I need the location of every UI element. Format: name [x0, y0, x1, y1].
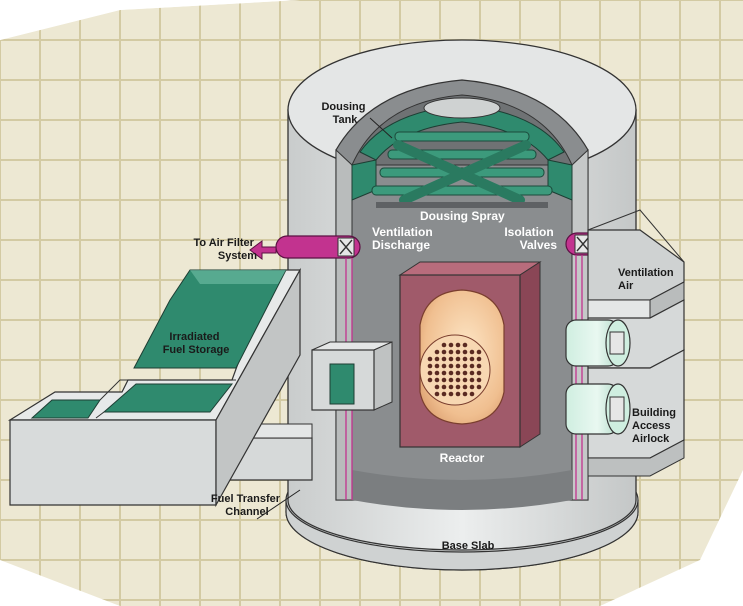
dousing-spray-system — [371, 131, 553, 208]
fuel-channel-hole — [441, 342, 447, 348]
fuel-channel-hole — [476, 363, 482, 369]
reactor-core — [419, 289, 505, 425]
label-irradiated-fuel-storage: Irradiated Fuel Storage — [163, 331, 230, 356]
fuel-channel-hole — [441, 356, 447, 362]
dousing-tank — [351, 97, 573, 201]
fuel-channel-hole — [434, 377, 440, 383]
fuel-channel-hole — [434, 391, 440, 397]
airlock-upper — [565, 319, 631, 367]
fuel-channel-hole — [427, 377, 433, 383]
fuel-channel-hole — [462, 377, 468, 383]
fuel-channel-hole — [448, 370, 454, 376]
fuel-channel-hole — [462, 356, 468, 362]
fuel-storage-structure — [7, 267, 313, 508]
fuel-channel-hole — [448, 349, 454, 355]
fuel-channel-hole — [441, 384, 447, 390]
fuel-channel-hole — [448, 363, 454, 369]
ventilation-discharge-pipe — [249, 235, 361, 260]
fuel-channel-hole — [469, 363, 475, 369]
fuel-channel-hole — [434, 356, 440, 362]
fuel-channel-array — [427, 342, 482, 397]
label-dousing-spray: Dousing Spray — [420, 209, 505, 223]
fuel-channel-hole — [455, 349, 461, 355]
fuel-channel-hole — [427, 356, 433, 362]
fuel-channel-hole — [448, 377, 454, 383]
fuel-channel-hole — [434, 384, 440, 390]
fuel-channel-hole — [455, 384, 461, 390]
fuel-channel-hole — [476, 377, 482, 383]
fuel-channel-hole — [455, 391, 461, 397]
fuel-channel-hole — [455, 370, 461, 376]
label-ventilation-discharge: Ventilation Discharge — [372, 225, 436, 252]
fuel-channel-hole — [441, 363, 447, 369]
fuel-channel-hole — [462, 349, 468, 355]
fuel-channel-hole — [434, 370, 440, 376]
label-isolation-valves: Isolation Valves — [504, 225, 557, 252]
fuel-channel-hole — [469, 356, 475, 362]
fuel-channel-hole — [462, 384, 468, 390]
fuel-channel-hole — [462, 391, 468, 397]
fuel-channel-hole — [469, 349, 475, 355]
fuel-channel-hole — [476, 349, 482, 355]
fuel-channel-hole — [469, 370, 475, 376]
fuel-transfer-tank — [311, 341, 393, 411]
fuel-channel-hole — [462, 370, 468, 376]
leader-lines — [256, 117, 393, 520]
fuel-channel-hole — [441, 349, 447, 355]
label-to-air-filter-system: To Air Filter System — [193, 237, 257, 262]
label-fuel-transfer-channel: Fuel Transfer Channel — [211, 493, 283, 518]
label-dousing-tank: Dousing Tank — [321, 101, 368, 126]
label-reactor: Reactor — [440, 451, 485, 465]
label-building-access-airlock: Building Access Airlock — [632, 407, 679, 445]
fuel-channel-hole — [448, 384, 454, 390]
fuel-channel-hole — [448, 356, 454, 362]
fuel-channel-hole — [434, 349, 440, 355]
fuel-channel-hole — [441, 391, 447, 397]
fuel-channel-hole — [469, 391, 475, 397]
fuel-channel-hole — [462, 363, 468, 369]
fuel-channel-hole — [462, 342, 468, 348]
building-steps — [587, 209, 685, 477]
fuel-channel-hole — [476, 384, 482, 390]
fuel-channel-hole — [448, 391, 454, 397]
fuel-channel-hole — [469, 384, 475, 390]
fuel-channel-hole — [441, 370, 447, 376]
fuel-channel-hole — [476, 356, 482, 362]
label-base-slab: Base Slab — [442, 540, 495, 552]
fuel-channel-hole — [455, 377, 461, 383]
fuel-channel-hole — [448, 342, 454, 348]
label-ventilation-air: Ventilation Air — [618, 267, 677, 292]
fuel-channel-hole — [427, 370, 433, 376]
fuel-channel-hole — [427, 363, 433, 369]
fuel-channel-hole — [434, 363, 440, 369]
fuel-channel-hole — [455, 342, 461, 348]
fuel-channel-hole — [469, 377, 475, 383]
fuel-channel-hole — [455, 363, 461, 369]
fuel-channel-hole — [455, 356, 461, 362]
fuel-channel-hole — [441, 377, 447, 383]
fuel-channel-hole — [476, 370, 482, 376]
airlock-lower — [565, 383, 631, 435]
